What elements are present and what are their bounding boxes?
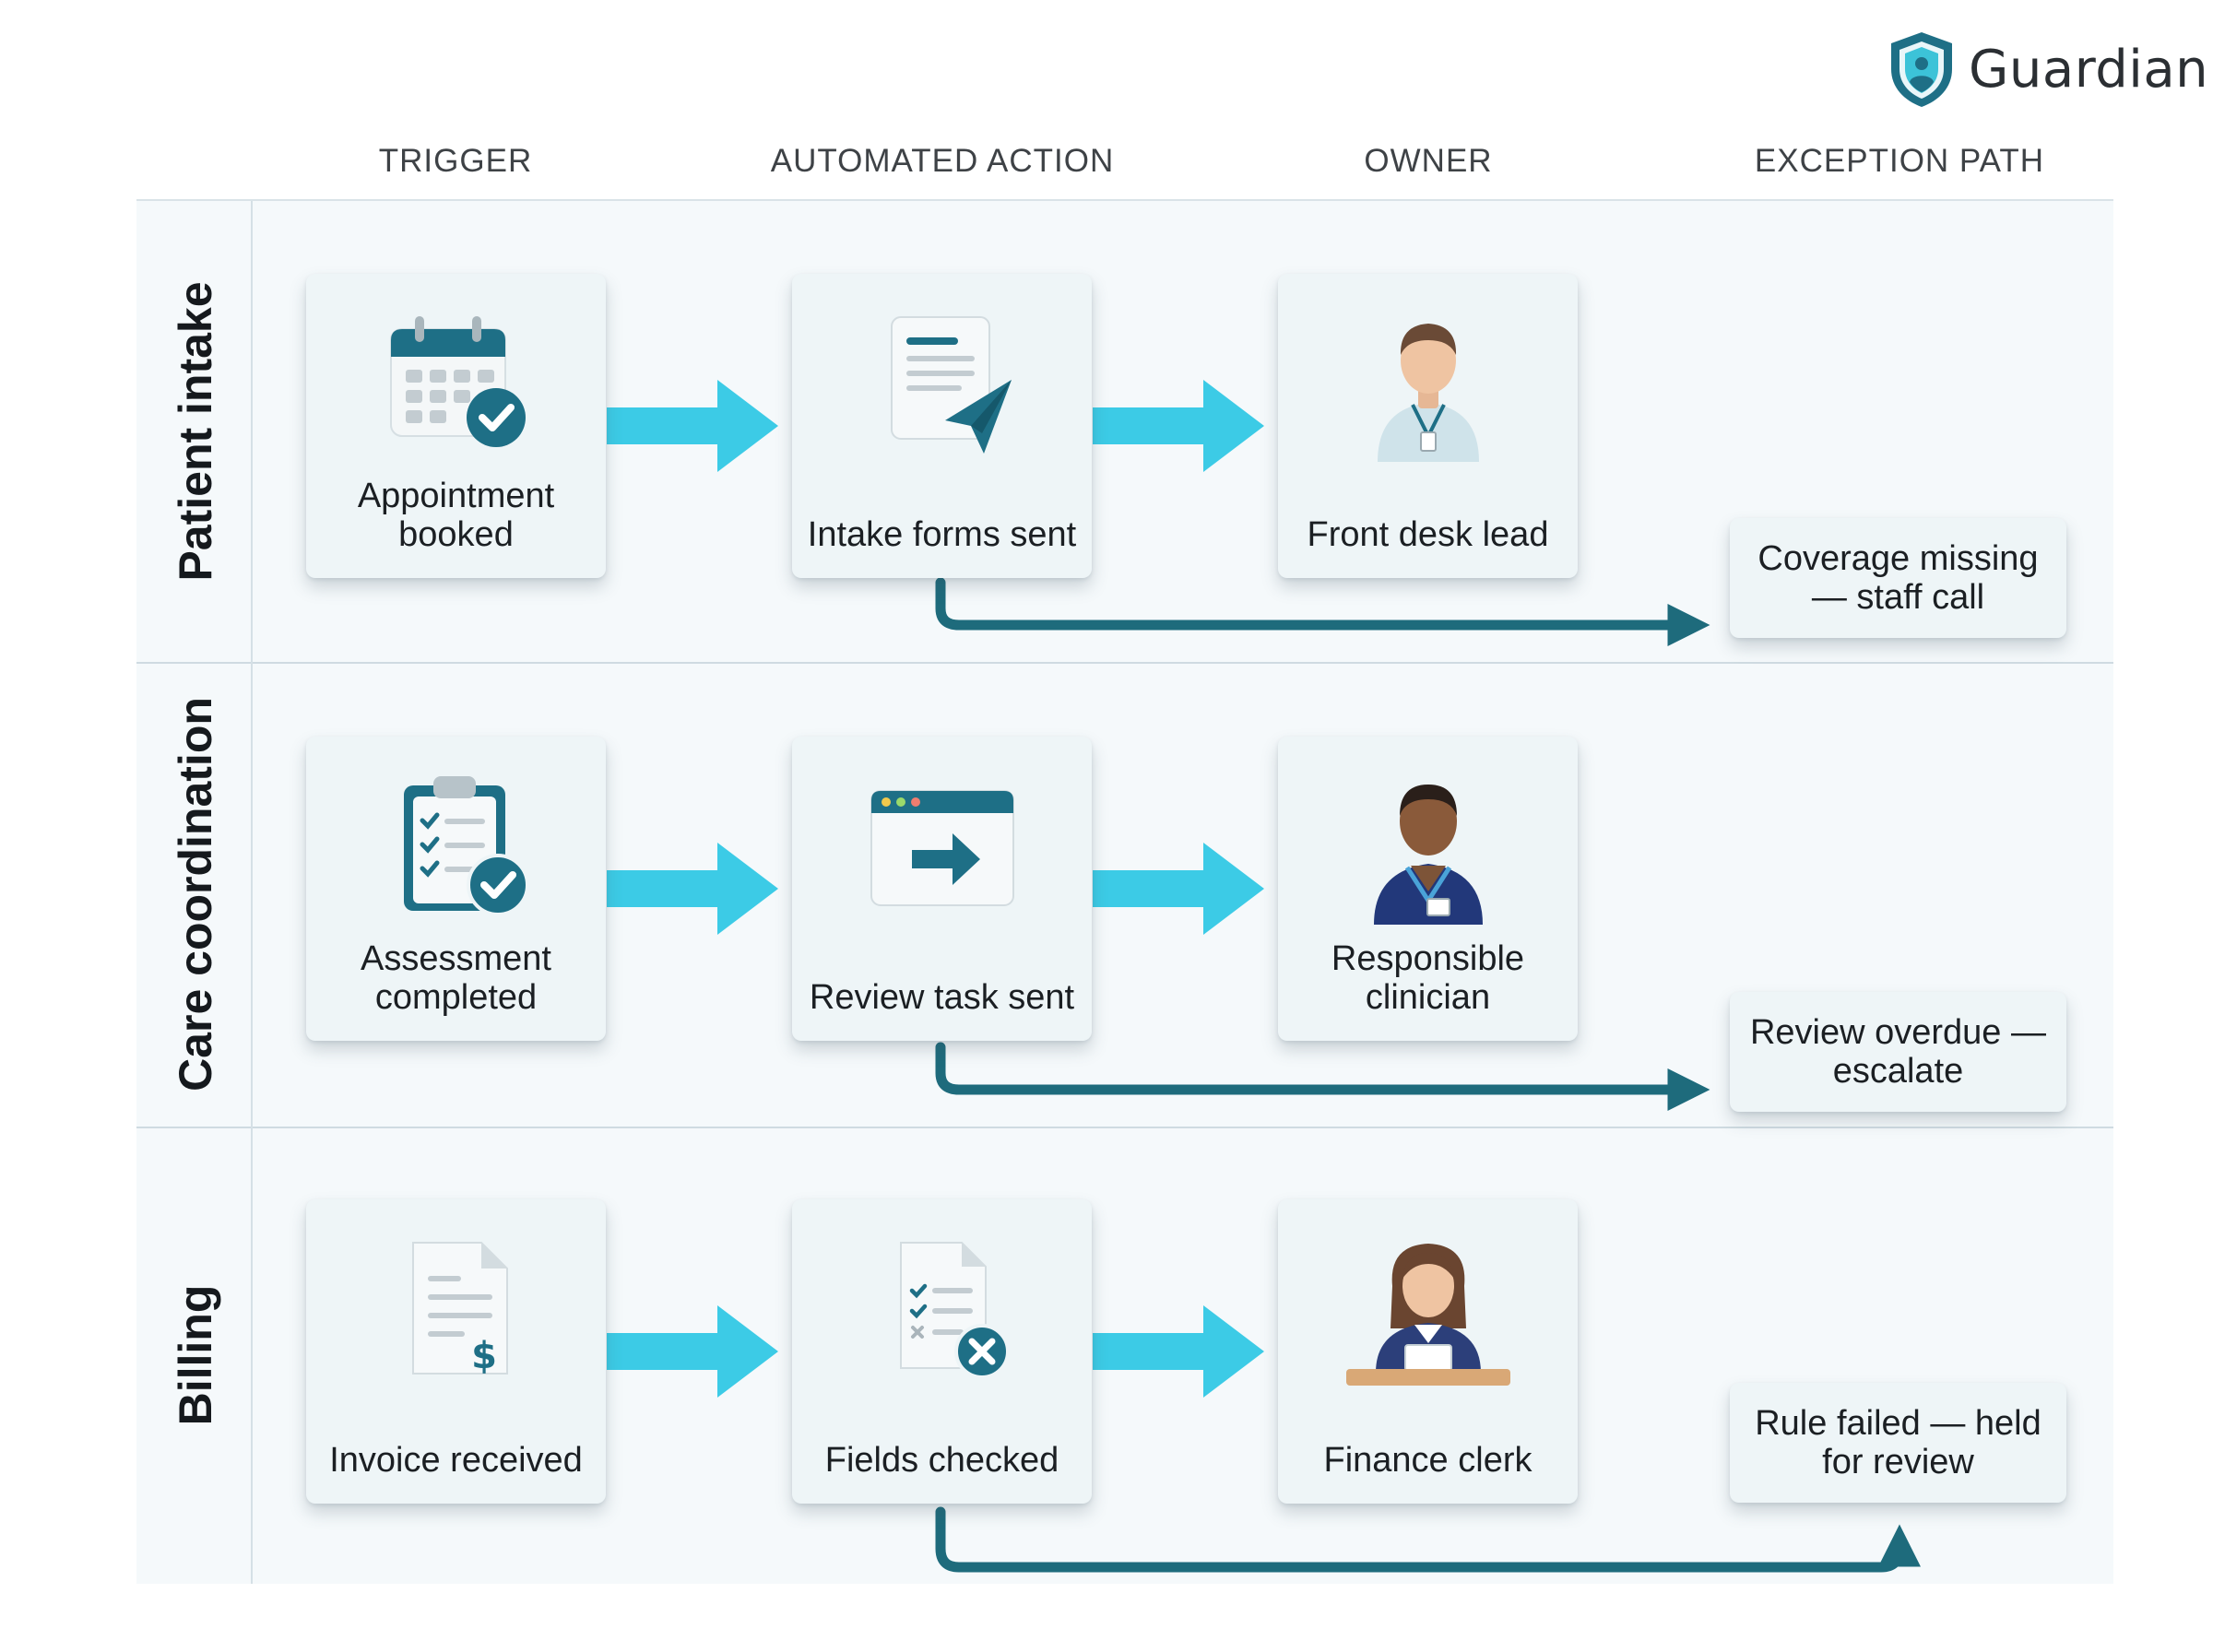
lane-label-separator bbox=[251, 201, 253, 1584]
trigger-card[interactable]: Appointment booked bbox=[306, 274, 606, 578]
owner-label: Front desk lead bbox=[1307, 515, 1549, 554]
finance-clerk-person-icon bbox=[1341, 1225, 1516, 1396]
checklist-error-icon bbox=[864, 1230, 1021, 1391]
column-header-exception-path: EXCEPTION PATH bbox=[1754, 143, 2045, 179]
automated-action-card[interactable]: Review task sent bbox=[792, 737, 1092, 1041]
brand-name: Guardian bbox=[1969, 39, 2209, 100]
column-header-trigger: TRIGGER bbox=[378, 143, 533, 179]
automated-action-card[interactable]: Intake forms sent bbox=[792, 274, 1092, 578]
automated-action-label: Review task sent bbox=[809, 978, 1075, 1017]
automated-action-label: Intake forms sent bbox=[807, 515, 1077, 554]
exception-label: Coverage missing — staff call bbox=[1757, 539, 2039, 617]
trigger-label: Invoice received bbox=[329, 1441, 583, 1480]
shield-person-icon bbox=[1886, 29, 1958, 110]
trigger-card[interactable]: Assessment completed bbox=[306, 737, 606, 1041]
owner-card[interactable]: Responsible clinician bbox=[1278, 737, 1578, 1041]
automated-action-card[interactable]: Fields checked bbox=[792, 1199, 1092, 1504]
owner-label: Finance clerk bbox=[1323, 1441, 1533, 1480]
browser-arrow-icon bbox=[864, 776, 1021, 919]
header-divider bbox=[136, 199, 2113, 201]
exception-card[interactable]: Coverage missing — staff call bbox=[1730, 518, 2066, 638]
owner-card[interactable]: Front desk lead bbox=[1278, 274, 1578, 578]
document-send-icon bbox=[864, 304, 1021, 466]
invoice-dollar-icon: $ bbox=[378, 1230, 535, 1391]
exception-card[interactable]: Review overdue — escalate bbox=[1730, 992, 2066, 1112]
front-desk-person-icon bbox=[1350, 300, 1507, 470]
column-header-owner: OWNER bbox=[1364, 143, 1493, 179]
lane-label-billing: Billing bbox=[170, 1284, 221, 1426]
exception-label: Rule failed — held for review bbox=[1755, 1404, 2041, 1481]
lane-label-patient-intake: Patient intake bbox=[170, 281, 221, 582]
brand-logo: Guardian bbox=[1886, 28, 2208, 111]
owner-card[interactable]: Finance clerk bbox=[1278, 1199, 1578, 1504]
calendar-check-icon bbox=[378, 309, 535, 461]
owner-label: Responsible clinician bbox=[1331, 939, 1525, 1017]
trigger-label: Assessment completed bbox=[361, 939, 551, 1017]
lane-label-care-coordination: Care coordination bbox=[170, 697, 221, 1092]
lane-divider bbox=[136, 1127, 2113, 1128]
automated-action-label: Fields checked bbox=[824, 1441, 1059, 1480]
svg-text:$: $ bbox=[471, 1335, 497, 1377]
clinician-person-icon bbox=[1350, 762, 1507, 933]
clipboard-check-icon bbox=[378, 767, 535, 928]
exception-card[interactable]: Rule failed — held for review bbox=[1730, 1383, 2066, 1503]
lane-divider bbox=[136, 662, 2113, 664]
trigger-label: Appointment booked bbox=[357, 477, 555, 554]
trigger-card[interactable]: $ Invoice received bbox=[306, 1199, 606, 1504]
column-header-automated-action: AUTOMATED ACTION bbox=[770, 143, 1115, 179]
exception-label: Review overdue — escalate bbox=[1749, 1013, 2047, 1091]
